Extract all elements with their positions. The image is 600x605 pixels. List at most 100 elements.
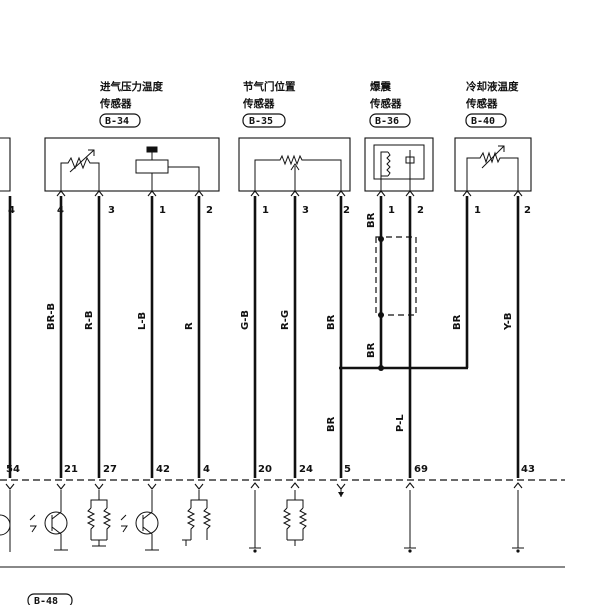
connector-badge-frame [242,113,286,128]
ecu-lead-24 [286,490,304,508]
wire-label-br-upper: BR [326,314,337,330]
b36-crystal [405,156,415,164]
ecu-ground-21 [54,544,68,551]
sensor-box-b34 [44,137,220,192]
sensor-title-b36-line1: 爆震 [370,80,391,93]
b40-arrow-head [498,145,505,152]
connector-badge-frame [99,113,141,128]
wire-label-br-lower: BR [326,416,337,432]
connector-badge-frame [27,593,73,605]
ecu-resistor-4a [186,507,196,540]
ecu-terminal-27: 27 [103,464,117,475]
pin-number-b34-4: 2 [206,205,213,216]
b34-pressure-element [135,159,169,174]
sensor-box-b36 [364,137,434,192]
header-b36: 爆震 传感器 B-36 [369,80,411,128]
wire-label-br-knock-a: BR [366,212,377,228]
pin-arrow [336,190,346,197]
ecu-lead-69 [404,490,416,549]
connector-badge-frame [369,113,411,128]
ecu-ground-4 [182,539,191,546]
b34-thermistor-arrow [69,149,95,173]
ecu-lead-27 [90,490,108,508]
ecu-arrow [405,482,415,489]
ecu-arrow [250,482,260,489]
b36-internals [373,144,425,191]
pin-number-left: 4 [8,205,15,216]
sensor-title-b35-line2: 传感器 [242,97,275,110]
ecu-ground-24 [287,539,303,546]
wire-label-r-g: R-G [280,310,291,330]
connector-badge-frame [465,113,507,128]
sensor-title-b34-line1: 进气压力温度 [100,80,163,93]
pin-number-b40-1: 1 [474,205,481,216]
b36-element-frame [373,144,425,180]
wire-label-y-b: Y-B [503,312,514,331]
pin-number-b34-3: 1 [159,205,166,216]
ecu-terminal-54: 54 [6,464,20,475]
ecu-resistor-27a [86,507,96,540]
ecu-lead-20 [249,490,261,549]
wire-label-r-b: R-B [84,311,95,330]
header-b40: 冷却液温度 传感器 B-40 [465,80,519,128]
ecu-ground-marker [338,492,344,497]
ecu-terminal-43: 43 [521,464,535,475]
ecu-terminal-42: 42 [156,464,170,475]
pin-number-b36-2: 2 [417,205,424,216]
pin-number-b40-2: 2 [524,205,531,216]
wire-label-r: R [184,322,195,330]
ecu-lead-43 [512,490,524,549]
wire-group [8,196,520,478]
ecu-arrow [56,483,66,490]
pin-arrow [376,190,386,197]
ecu-transistor-42 [135,511,159,535]
sensor-title-b35-line1: 节气门位置 [243,80,296,93]
ecu-arrow [5,483,15,490]
sensor-title-b40-line2: 传感器 [465,97,498,110]
ecu-signal-symbol [29,514,37,533]
connector-label-b34: B-34 [105,116,129,127]
pin-arrow [462,190,472,197]
ecu-transistor-legs [142,506,153,544]
pin-number-b35-2: 3 [302,205,309,216]
ecu-ground-42 [145,544,159,551]
wire-label-br-knock-b: BR [366,342,377,358]
b35-potentiometer [254,154,342,191]
ecu-terminal-dots [253,492,520,553]
left-partial-sensor-box [0,137,11,192]
ecu-dot [408,549,412,553]
sensor-connector-arrows [56,190,523,197]
ecu-partial-transistor [0,514,11,536]
splice-dot [378,236,384,242]
ecu-arrow [336,483,346,490]
connector-label-b48: B-48 [34,596,58,605]
ecu-terminal-20: 20 [258,464,272,475]
ecu-arrow [94,483,104,490]
b34-arrow-head [88,149,95,156]
ecu-dot [516,549,520,553]
header-b35: 节气门位置 传感器 B-35 [242,80,296,128]
pin-arrow [513,190,523,197]
splice-dot [378,312,384,318]
ecu-resistor-24b [298,507,308,540]
b35-internals [254,154,342,191]
pin-arrow [147,190,157,197]
pin-arrow [94,190,104,197]
ecu-transistor-legs [51,506,62,544]
b40-internals [466,145,519,191]
sensor-title-b40-line1: 冷却液温度 [466,80,519,93]
b36-resistor [380,151,391,191]
pin-number-b36-1: 1 [388,205,395,216]
b40-thermistor [466,151,519,191]
b34-pin2-lead [168,166,200,191]
b40-thermistor-arrow [481,145,505,169]
pin-arrow [194,190,204,197]
pin-arrow [56,190,66,197]
splice-dot [378,365,384,371]
pin-arrow [405,190,415,197]
connector-label-b36: B-36 [375,116,399,127]
ecu-arrow [290,482,300,489]
b34-thermistor [60,156,100,191]
shield-dashed-box [375,236,417,316]
